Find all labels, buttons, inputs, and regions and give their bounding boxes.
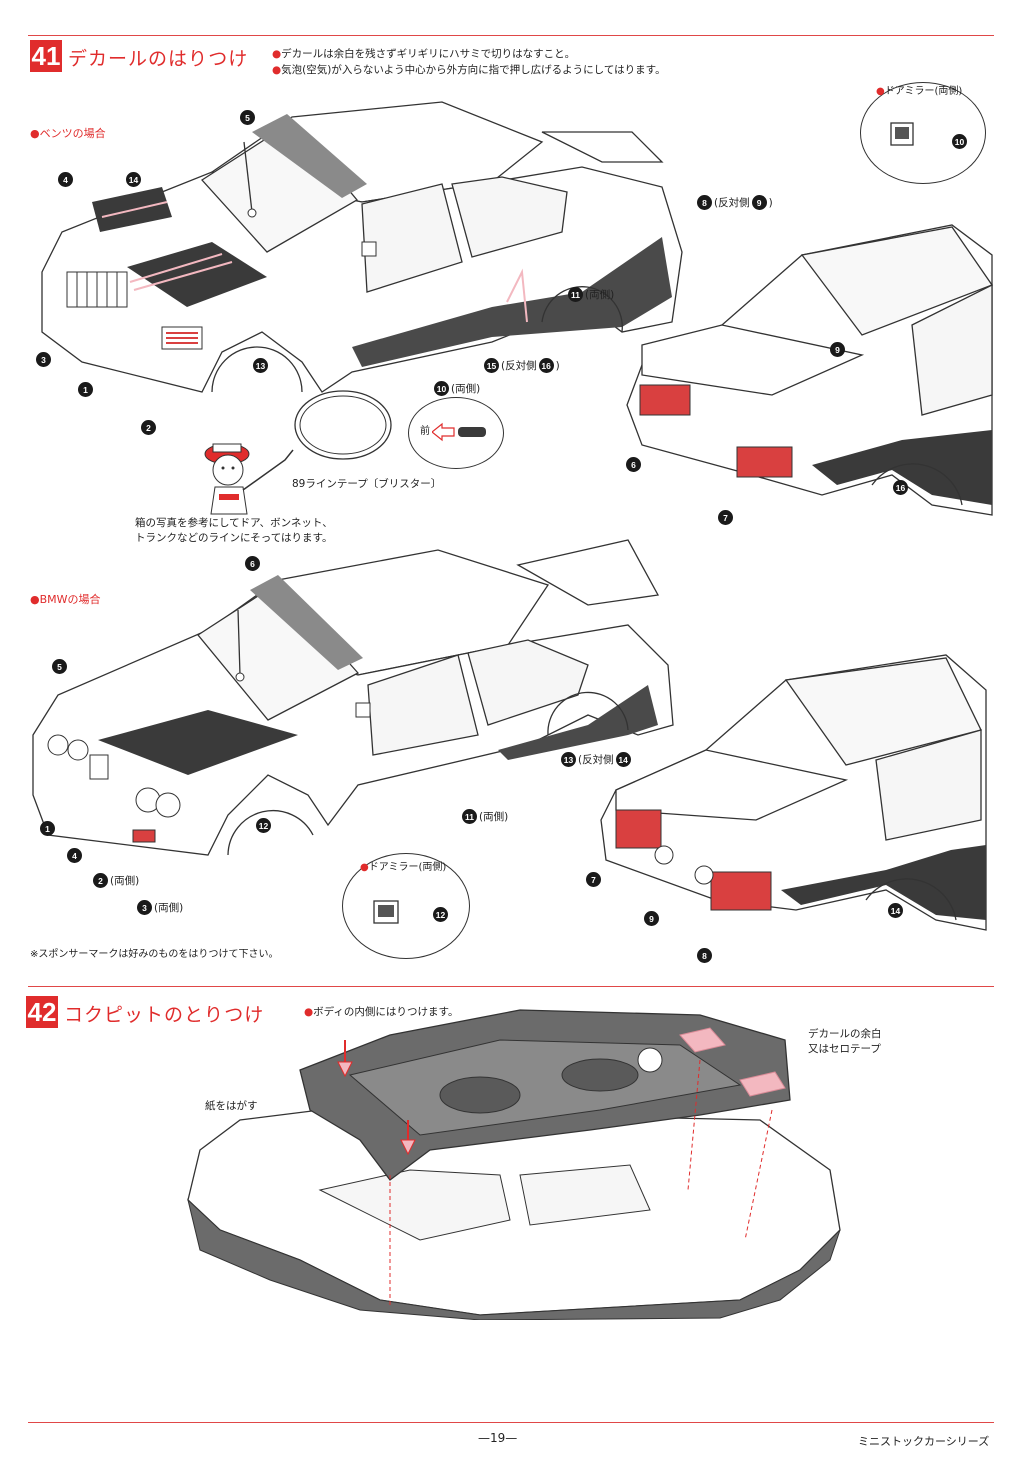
door-handle-detail — [408, 397, 504, 469]
benz-callout-8: 8 (反対側 9 ) — [697, 195, 773, 210]
benz-section-label: ●ベンツの場合 — [30, 127, 106, 140]
benz-callout-1: 1 — [78, 382, 93, 397]
line-tape-ring — [288, 385, 398, 465]
bmw-callout-12: 12 — [256, 818, 271, 833]
benz-callout-15: 15 (反対側 16 ) — [484, 358, 560, 373]
benz-callout-2: 2 — [141, 420, 156, 435]
benz-callout-16: 16 — [893, 480, 908, 495]
sponsor-note: ※スポンサーマークは好みのものをはりつけて下さい。 — [30, 949, 279, 960]
tip-line-2: トランクなどのラインにそってはります。 — [135, 532, 333, 544]
series-name: ミニストックカーシリーズ — [858, 1435, 990, 1448]
bmw-rear-illustration — [596, 650, 991, 960]
bmw-callout-11: 11 (両側) — [462, 809, 508, 824]
bmw-callout-7: 7 — [586, 872, 601, 887]
step-41-note-2: ●気泡(空気)が入らないよう中心から外方向に指で押し広げるようにしてはります。 — [272, 64, 666, 76]
cockpit-illustration — [180, 1000, 880, 1320]
benz-callout-9: 9 — [830, 342, 845, 357]
benz-mirror-detail — [860, 82, 986, 184]
benz-callout-13: 13 — [253, 358, 268, 373]
decal-label-1: デカールの余白 — [808, 1028, 882, 1040]
top-rule — [28, 35, 994, 36]
bmw-callout-14: 14 — [888, 903, 903, 918]
bmw-section-label: ●BMWの場合 — [30, 593, 101, 606]
step-41-badge: 41 — [30, 40, 62, 72]
benz-mirror-part — [885, 115, 925, 155]
bmw-callout-6: 6 — [245, 556, 260, 571]
front-arrow-label: 前 — [420, 426, 430, 437]
benz-callout-3: 3 — [36, 352, 51, 367]
mascot-illustration — [195, 432, 305, 517]
bmw-mirror-detail — [342, 853, 470, 959]
bmw-callout-2: 2 (両側) — [93, 873, 139, 888]
bmw-mirror-part — [368, 895, 408, 935]
decal-label-2: 又はセロテープ — [808, 1043, 881, 1055]
benz-mirror-label: ●ドアミラー(両側) — [876, 86, 963, 97]
front-arrow-icon — [432, 422, 492, 442]
bmw-callout-1: 1 — [40, 821, 55, 836]
bmw-callout-8: 8 — [697, 948, 712, 963]
line-tape-label: 89ラインテープ〔ブリスター〕 — [292, 478, 442, 490]
bmw-mirror-callout: 12 — [433, 907, 448, 922]
bmw-front-illustration — [28, 535, 678, 875]
benz-front-illustration — [22, 92, 692, 432]
bottom-rule — [28, 1422, 994, 1423]
step-42-note: ●ボディの内側にはりつけます。 — [304, 1006, 459, 1018]
bmw-mirror-label: ●ドアミラー(両側) — [360, 862, 447, 873]
bmw-callout-4: 4 — [67, 848, 82, 863]
step-41-title: デカールのはりつけ — [68, 48, 249, 70]
bmw-callout-5: 5 — [52, 659, 67, 674]
peel-label: 紙をはがす — [205, 1100, 258, 1112]
benz-callout-5: 5 — [240, 110, 255, 125]
bmw-callout-3: 3 (両側) — [137, 900, 183, 915]
benz-callout-14: 14 — [126, 172, 141, 187]
bmw-callout-13: 13 (反対側 14 — [561, 752, 631, 767]
tip-line-1: 箱の写真を参考にしてドア、ボンネット、 — [135, 517, 333, 529]
bmw-callout-9: 9 — [644, 911, 659, 926]
step-42-badge: 42 — [26, 996, 58, 1028]
step-41-note-1: ●デカールは余白を残さずギリギリにハサミで切りはなすこと。 — [272, 48, 576, 60]
benz-mirror-callout: 10 — [952, 134, 967, 149]
benz-callout-7: 7 — [718, 510, 733, 525]
benz-callout-6: 6 — [626, 457, 641, 472]
middle-rule — [28, 986, 994, 987]
benz-callout-11: 11 (両側) — [568, 287, 614, 302]
benz-callout-10: 10 (両側) — [434, 381, 480, 396]
benz-callout-4: 4 — [58, 172, 73, 187]
benz-rear-illustration — [622, 215, 994, 525]
page-number: —19— — [478, 1431, 518, 1445]
step-42-title: コクピットのとりつけ — [64, 1004, 265, 1026]
